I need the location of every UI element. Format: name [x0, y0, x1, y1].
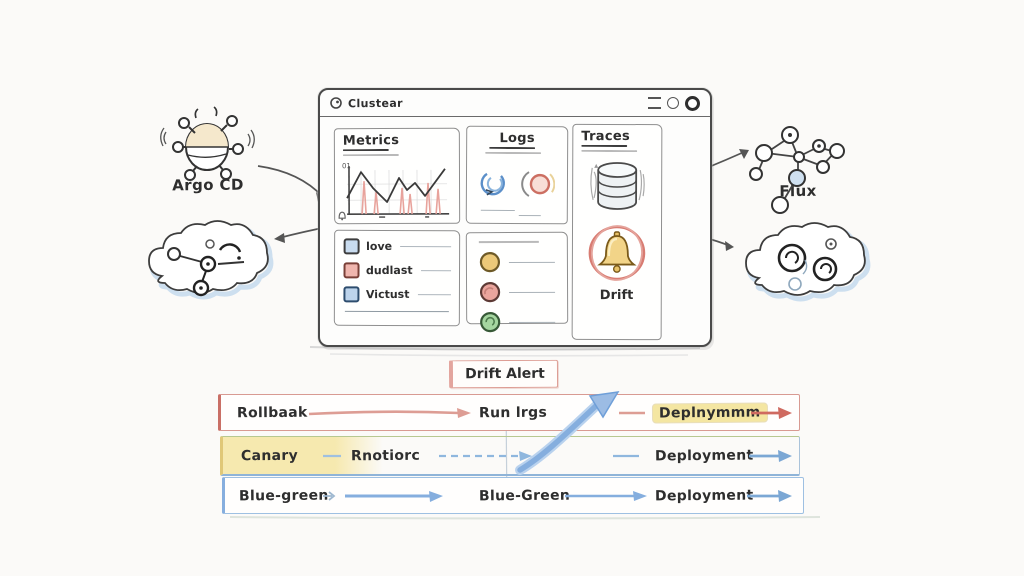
cluster-cloud-left: [148, 220, 274, 300]
status-dash: [509, 321, 556, 323]
window-titlebar: Clustear: [320, 90, 710, 117]
blue-dash: [613, 454, 639, 457]
row-middle-label: Blue-Green: [478, 487, 571, 504]
metrics-chart: 01: [342, 162, 450, 218]
log-text-line: [518, 215, 541, 217]
cluster-cloud-right: [745, 222, 871, 302]
arrow-argo-to-window: [257, 165, 324, 198]
checkbox-icon[interactable]: [343, 238, 360, 255]
traces-title: Traces: [581, 128, 631, 145]
blue-dashed-arrow: [439, 450, 532, 461]
status-dot-error: [479, 282, 501, 303]
legend-separator: [344, 310, 449, 313]
title-underline-light: [485, 151, 542, 155]
y-axis-label: 01: [342, 162, 351, 170]
status-dash: [509, 291, 556, 293]
blue-dash: [323, 454, 341, 457]
legend-dash: [417, 294, 451, 296]
minimize-button[interactable]: [667, 97, 679, 109]
red-arrow: [751, 406, 792, 419]
log-stream-icon: [480, 172, 505, 196]
row-middle-label: Run lrgs: [478, 404, 548, 421]
window-shadow-stroke: [329, 353, 689, 357]
status-dash: [508, 261, 555, 263]
row-name: Canary: [240, 447, 299, 464]
traces-panel: Traces: [571, 123, 663, 341]
row-middle-label: Rnotiorc: [350, 447, 421, 464]
row-end-label: Deployment: [654, 447, 754, 464]
close-button[interactable]: [685, 95, 700, 111]
logs-title: Logs: [499, 130, 535, 147]
blue-arrow: [749, 449, 792, 462]
title-underline: [581, 144, 628, 148]
title-underline: [489, 146, 536, 150]
mini-bell-icon: [338, 211, 346, 221]
row-name: Rollbaak: [236, 404, 308, 421]
drift-alert-text: Drift Alert: [465, 365, 545, 383]
row-end-label: Deployment: [654, 487, 754, 504]
legend-item: dudlast: [343, 262, 452, 279]
status-item: [479, 311, 556, 333]
status-panel: [465, 231, 569, 333]
title-underline-light: [342, 153, 399, 157]
menu-icon[interactable]: [648, 97, 661, 109]
status-item: [479, 281, 556, 303]
blue-arrow: [565, 490, 647, 501]
drift-alert-badge: Drift Alert: [448, 359, 559, 389]
title-underline: [342, 149, 389, 152]
legend-dash: [400, 246, 452, 248]
log-cycle-icon: [521, 171, 556, 197]
app-logo-icon: [330, 97, 342, 109]
metrics-panel: Metrics 01: [333, 127, 461, 225]
rows-shadow-stroke: [229, 516, 821, 520]
checkbox-icon[interactable]: [343, 262, 360, 279]
drift-label: Drift: [599, 287, 634, 304]
status-item: [479, 251, 555, 273]
small-chevron-arrow: [323, 490, 336, 501]
metric-line: [346, 168, 446, 203]
status-dot-warning: [479, 252, 501, 273]
strategy-row-blue-green: Blue-green Blue-Green Deployment: [222, 477, 804, 514]
blue-arrow: [747, 489, 792, 502]
row-name: Blue-green: [238, 487, 329, 504]
legend-label: dudlast: [365, 263, 413, 278]
database-icon: [590, 162, 645, 210]
checkbox-icon[interactable]: [343, 286, 360, 303]
metrics-legend-panel: love dudlast Victust: [333, 229, 461, 327]
alert-spikes: [361, 181, 441, 215]
strategy-row-rollback: Rollbaak Run lrgs Deplnymmm: [218, 394, 800, 431]
red-arrow: [308, 407, 471, 418]
cluster-dashboard-window: Clustear Metrics 01: [318, 88, 712, 347]
flux-graph-icon: [749, 126, 845, 214]
legend-item: love: [343, 238, 452, 255]
strategy-row-canary: Canary Rnotiorc Deployment: [220, 436, 800, 476]
legend-label: love: [366, 239, 393, 254]
legend-dash: [420, 270, 452, 272]
window-title: Clustear: [347, 96, 404, 110]
drift-alert-bell-icon: [588, 225, 646, 281]
legend-label: Victust: [365, 287, 410, 302]
legend-item: Victust: [343, 286, 451, 303]
status-dot-ok: [480, 312, 501, 333]
window-shadow-stroke: [309, 346, 701, 351]
red-dash: [619, 411, 645, 414]
logs-panel: Logs: [465, 125, 569, 225]
blue-arrow: [345, 490, 443, 502]
argo-octopus-icon: [160, 106, 255, 181]
log-text-line: [480, 209, 515, 211]
metrics-title: Metrics: [342, 132, 400, 149]
